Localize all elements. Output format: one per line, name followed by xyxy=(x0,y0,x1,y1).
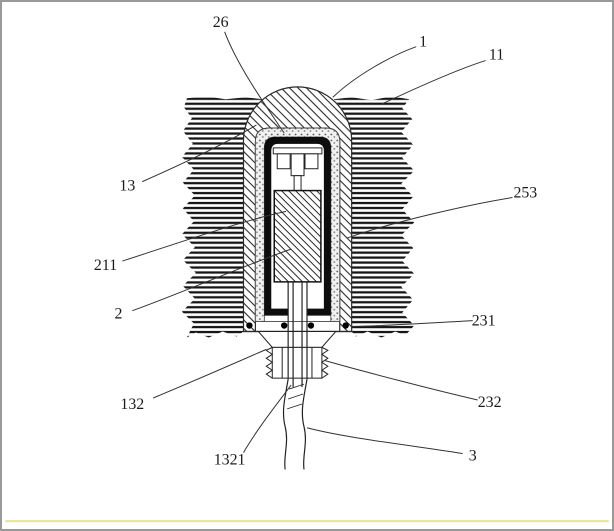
leader-11 xyxy=(381,60,486,105)
leader-13 xyxy=(142,124,257,183)
leader-132 xyxy=(152,348,267,399)
leader-lines xyxy=(122,31,513,455)
leader-232 xyxy=(323,359,478,401)
ref-label-3: 3 xyxy=(469,448,477,465)
ref-label-253: 253 xyxy=(513,185,537,202)
ref-label-231: 231 xyxy=(472,313,496,330)
ref-label-1: 1 xyxy=(419,34,427,51)
reference-numerals: 26 1 11 13 253 211 2 231 132 232 1321 3 xyxy=(94,14,537,469)
surrounding-structure-right-hatch xyxy=(333,96,415,338)
center-tube xyxy=(287,281,308,388)
leader-1 xyxy=(332,46,417,98)
ref-label-211: 211 xyxy=(94,257,117,274)
inner-case xyxy=(264,136,331,318)
leader-26 xyxy=(224,31,285,134)
lead-out-cable xyxy=(282,379,308,470)
leader-253 xyxy=(346,197,513,239)
surrounding-structure-left-hatch xyxy=(181,96,263,338)
ref-label-132: 132 xyxy=(120,396,144,413)
ref-label-2: 2 xyxy=(114,306,122,323)
ref-label-11: 11 xyxy=(489,47,504,64)
internal-top-components xyxy=(272,147,323,192)
leader-2 xyxy=(132,248,292,312)
sensor-core-block xyxy=(273,189,322,283)
ref-label-26: 26 xyxy=(213,14,229,31)
leader-231 xyxy=(351,320,473,328)
leader-211 xyxy=(122,210,287,262)
ref-label-13: 13 xyxy=(119,178,135,195)
leader-1321 xyxy=(243,384,292,453)
threaded-fitting xyxy=(257,331,337,379)
ref-label-232: 232 xyxy=(478,394,502,411)
ref-label-1321: 1321 xyxy=(214,451,246,468)
bottom-accent-line xyxy=(5,520,609,523)
leader-3 xyxy=(306,427,463,455)
